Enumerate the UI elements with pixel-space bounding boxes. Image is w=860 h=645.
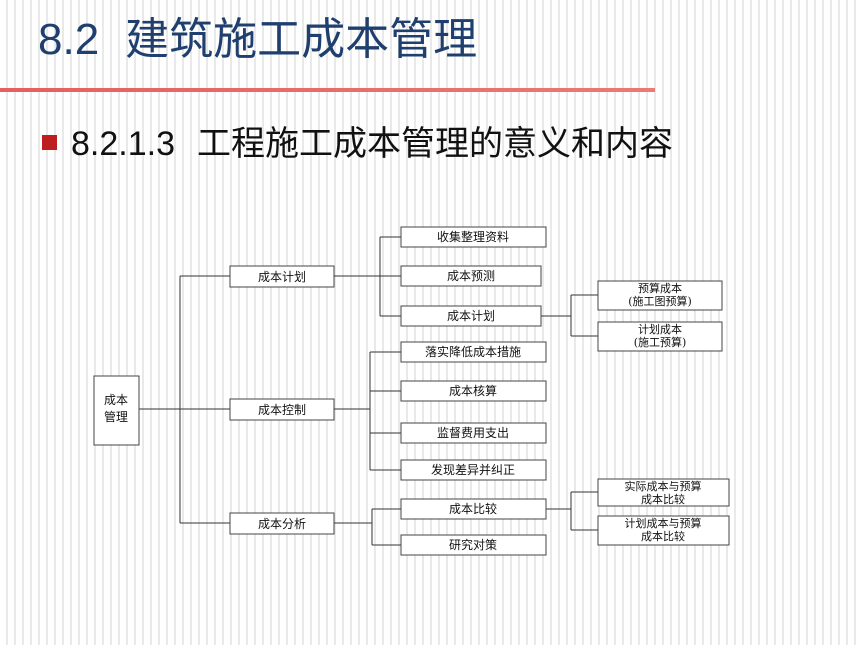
section-number: 8.2 — [38, 15, 100, 64]
subsection-heading: 8.2.1.3 工程施工成本管理的意义和内容 — [42, 122, 673, 166]
node-control-item-4: 发现差异并纠正 — [400, 459, 547, 481]
node-plan-item-1: 收集整理资料 — [400, 226, 547, 248]
diagram-connectors — [139, 236, 598, 546]
node-control-item-2-label: 成本核算 — [449, 383, 497, 398]
subsection-title: 工程施工成本管理的意义和内容 — [196, 124, 673, 164]
node-plan-item-3: 成本计划 — [400, 305, 542, 327]
node-control-item-2: 成本核算 — [400, 380, 547, 402]
node-analysis-sub-1: 实际成本与预算 成本比较 — [597, 478, 730, 507]
node-analysis-item-2: 研究对策 — [400, 534, 547, 556]
node-plan-sub-2-line-2: (施工预算) — [634, 335, 687, 349]
node-control: 成本控制 — [229, 398, 335, 421]
subsection-number: 8.2.1.3 — [71, 125, 175, 163]
node-control-item-3-label: 监督费用支出 — [437, 425, 509, 440]
node-plan-sub-2: 计划成本 (施工预算) — [597, 321, 723, 352]
slide-title: 8.2 建筑施工成本管理 — [38, 8, 477, 72]
bullet-square-icon — [42, 135, 57, 150]
node-root-line-1: 成本 — [104, 393, 128, 407]
node-control-label: 成本控制 — [258, 403, 306, 417]
node-analysis-sub-2-line-2: 成本比较 — [641, 529, 685, 543]
node-plan-item-1-label: 收集整理资料 — [437, 229, 509, 244]
node-plan-sub-2-line-1: 计划成本 — [638, 322, 682, 336]
node-control-item-1-label: 落实降低成本措施 — [425, 344, 521, 359]
node-control-item-1: 落实降低成本措施 — [400, 341, 547, 363]
node-plan-sub-1-line-1: 预算成本 — [638, 281, 682, 295]
node-plan-sub-1: 预算成本 (施工图预算) — [597, 280, 723, 311]
node-plan-item-2-label: 成本预测 — [447, 269, 495, 283]
node-root: 成本 管理 — [93, 375, 140, 446]
node-analysis-sub-1-line-1: 实际成本与预算 — [625, 479, 702, 493]
node-analysis-sub-1-line-2: 成本比较 — [641, 492, 685, 506]
node-plan-item-3-label: 成本计划 — [447, 309, 495, 323]
node-control-item-4-label: 发现差异并纠正 — [431, 462, 515, 477]
node-plan-label: 成本计划 — [258, 270, 306, 284]
node-analysis-sub-2-line-1: 计划成本与预算 — [625, 516, 702, 530]
node-analysis: 成本分析 — [229, 512, 335, 535]
node-plan-sub-1-line-2: (施工图预算) — [628, 294, 692, 308]
node-analysis-item-1: 成本比较 — [400, 498, 547, 520]
node-analysis-item-1-label: 成本比较 — [449, 501, 497, 516]
node-plan: 成本计划 — [229, 265, 335, 288]
section-title: 建筑施工成本管理 — [125, 14, 478, 65]
node-control-item-3: 监督费用支出 — [400, 422, 547, 444]
node-root-line-2: 管理 — [104, 409, 128, 424]
node-analysis-sub-2: 计划成本与预算 成本比较 — [597, 515, 730, 546]
node-plan-item-2: 成本预测 — [400, 265, 542, 287]
node-analysis-item-2-label: 研究对策 — [449, 537, 497, 552]
node-analysis-label: 成本分析 — [258, 517, 306, 531]
title-divider — [0, 88, 655, 92]
